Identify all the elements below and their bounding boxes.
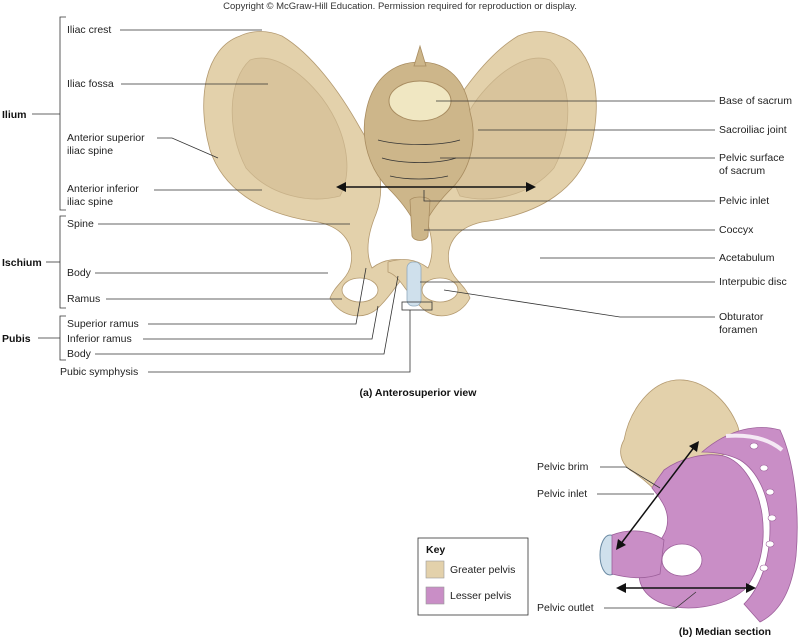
label-pelvic-brim: Pelvic brim: [537, 461, 589, 473]
label-acetabulum: Acetabulum: [719, 252, 775, 264]
label-iliac-fossa: Iliac fossa: [67, 78, 114, 90]
coccyx: [409, 196, 431, 241]
label-obturator-line1: Obturator: [719, 311, 764, 323]
label-asis-line1: Anterior superior: [67, 132, 145, 144]
median-pubic-ramus: [611, 530, 665, 579]
right-iliac-fossa-shade: [452, 57, 569, 200]
caption-anterosuperior: (a) Anterosuperior view: [360, 387, 478, 399]
label-pubis-body: Body: [67, 348, 92, 360]
copyright-notice: Copyright © McGraw-Hill Education. Permi…: [223, 1, 577, 12]
label-aiis-line1: Anterior inferior: [67, 183, 139, 195]
median-labels: Pelvic brim Pelvic inlet Pelvic outlet: [537, 461, 697, 614]
key-label-greater-pelvis: Greater pelvis: [450, 564, 515, 576]
left-group-brackets: [32, 16, 66, 361]
label-ischial-body: Body: [67, 267, 92, 279]
interpubic-disc: [406, 261, 422, 307]
label-aiis-line2: iliac spine: [67, 196, 113, 208]
label-iliac-crest: Iliac crest: [67, 24, 111, 36]
legend-key: Key Greater pelvis Lesser pelvis: [417, 537, 529, 616]
label-ischial-ramus: Ramus: [67, 293, 100, 305]
caption-median-section: (b) Median section: [679, 626, 771, 638]
group-ischium: Ischium: [2, 257, 42, 269]
median-section-illustration: [599, 379, 798, 623]
label-base-of-sacrum: Base of sacrum: [719, 95, 792, 107]
label-coccyx: Coccyx: [719, 224, 754, 236]
group-pubis: Pubis: [2, 333, 31, 345]
label-ischial-spine: Spine: [67, 218, 94, 230]
label-pelvic-surface-line1: Pelvic surface: [719, 152, 785, 164]
key-swatch-greater-pelvis: [425, 560, 445, 579]
median-obturator-foramen: [661, 543, 703, 577]
label-superior-ramus: Superior ramus: [67, 318, 139, 330]
label-pubic-symphysis: Pubic symphysis: [60, 366, 138, 378]
label-sacroiliac-joint: Sacroiliac joint: [719, 124, 787, 136]
pubic-symphysis-bracket: [401, 301, 433, 311]
left-obturator-foramen: [341, 277, 379, 303]
left-labels: Iliac crest Iliac fossa Anterior superio…: [60, 24, 411, 378]
group-ilium: Ilium: [2, 109, 27, 121]
label-asis-line2: iliac spine: [67, 145, 113, 157]
label-pelvic-inlet: Pelvic inlet: [719, 195, 769, 207]
sacral-process: [413, 44, 427, 67]
key-title: Key: [426, 544, 445, 556]
label-inferior-ramus: Inferior ramus: [67, 333, 132, 345]
median-pelvic-inlet-arrow: [619, 445, 696, 546]
label-obturator-line2: foramen: [719, 324, 758, 336]
key-swatch-lesser-pelvis: [425, 586, 445, 605]
right-obturator-foramen: [421, 277, 459, 303]
anterosuperior-view-illustration: [203, 31, 597, 317]
median-sacrum-section: [700, 427, 798, 623]
key-label-lesser-pelvis: Lesser pelvis: [450, 590, 511, 602]
label-pelvic-surface-line2: of sacrum: [719, 165, 765, 177]
right-labels: Base of sacrum Sacroiliac joint Pelvic s…: [420, 95, 792, 336]
left-ilium: [203, 31, 413, 317]
label-interpubic-disc: Interpubic disc: [719, 276, 787, 288]
label-pelvic-outlet: Pelvic outlet: [537, 602, 594, 614]
left-iliac-fossa-shade: [231, 57, 348, 200]
label-median-pelvic-inlet: Pelvic inlet: [537, 488, 587, 500]
